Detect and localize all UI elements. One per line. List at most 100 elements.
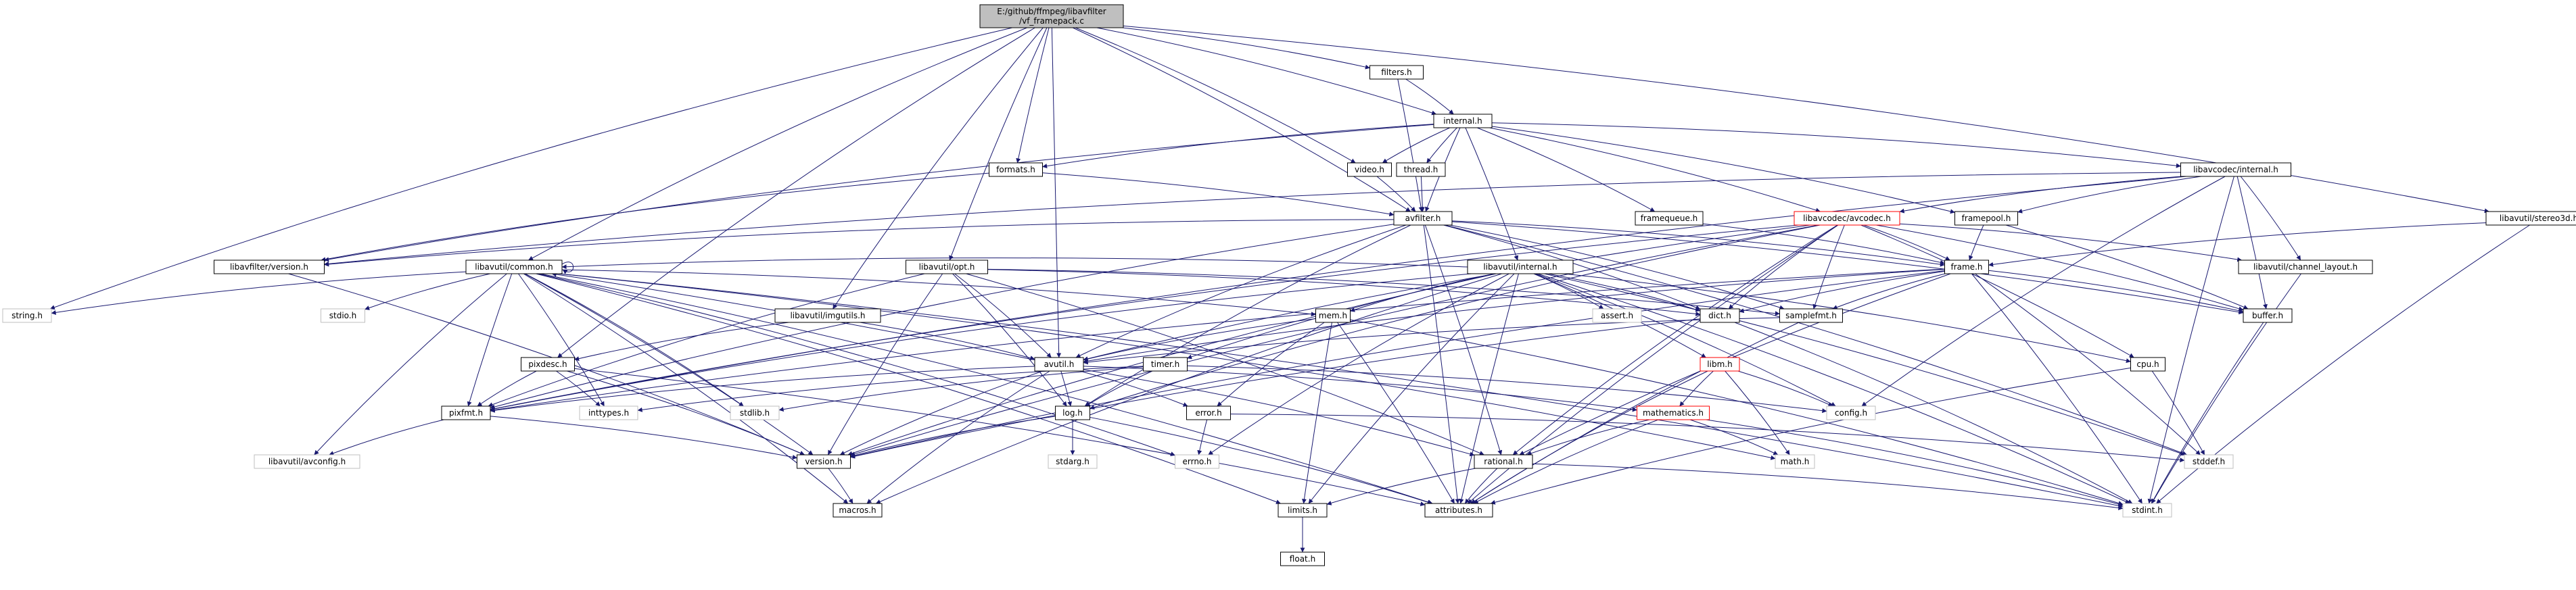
edge-avfilter_h-to-buffer_h [1451, 221, 2244, 315]
node-string-h[interactable]: string.h [2, 308, 52, 323]
edge-formats_h-to-lavf_version_h [321, 172, 989, 262]
node-stddef-h[interactable]: stddef.h [2184, 454, 2234, 469]
node-box [2238, 260, 2373, 274]
node-pixdesc-h[interactable]: pixdesc.h [521, 357, 575, 372]
node-mem-h[interactable]: mem.h [1315, 308, 1351, 323]
edge-root-to-video_h [1075, 27, 1356, 164]
edge-thread_h-to-avfilter_h [1420, 176, 1425, 212]
edge-frame_h-to-stdint_h [1971, 273, 2142, 504]
node-label: libavutil/stereo3d.h [2500, 214, 2576, 223]
edge-timer_h-to-stdlib_h [778, 366, 1144, 412]
node-assert-h[interactable]: assert.h [1592, 308, 1642, 323]
edge-pixdesc_h-to-attributes_h [574, 368, 1426, 506]
edge-lavu_internal_h-to-stdint_h [1537, 273, 2130, 504]
node-label: rational.h [1484, 457, 1522, 466]
node-label: stddef.h [2193, 457, 2225, 466]
edge-frame_h-to-version_h [850, 270, 1945, 459]
node-inttypes-h[interactable]: inttypes.h [579, 405, 638, 420]
node-libavutil-channel-layout-h[interactable]: libavutil/channel_layout.h [2238, 260, 2373, 274]
edge-opt_h-to-rational_h [966, 273, 1484, 456]
node-label: framequeue.h [1641, 214, 1698, 223]
node-label: errno.h [1183, 457, 1212, 466]
node-config-h[interactable]: config.h [1826, 405, 1876, 420]
node-libavfilter-version-h[interactable]: libavfilter/version.h [214, 260, 325, 274]
edge-root-to-avfilter_h [1072, 27, 1411, 212]
node-buffer-h[interactable]: buffer.h [2243, 308, 2293, 323]
node-pixfmt-h[interactable]: pixfmt.h [441, 405, 491, 420]
node-label: error.h [1195, 408, 1221, 418]
node-limits-h[interactable]: limits.h [1278, 503, 1328, 518]
node-label: filters.h [1381, 68, 1412, 77]
node-avfilter-h[interactable]: avfilter.h [1393, 211, 1453, 226]
edge-opt_h-to-samplefmt_h [987, 268, 1780, 316]
edge-pixdesc_h-to-version_h [567, 370, 805, 456]
node-log-h[interactable]: log.h [1055, 405, 1090, 420]
edge-framepool_h-to-buffer_h [2005, 224, 2249, 310]
node-filters-h[interactable]: filters.h [1369, 65, 1424, 80]
edge-lavc_internal_h-to-config_h [1861, 176, 2226, 407]
node-stdio-h[interactable]: stdio.h [321, 308, 365, 323]
node-box [1467, 260, 1574, 274]
node-label: pixfmt.h [449, 408, 483, 418]
node-attributes-h[interactable]: attributes.h [1424, 503, 1493, 518]
edge-filters_h-to-avfilter_h [1397, 78, 1424, 212]
node-libavutil-internal-h[interactable]: libavutil/internal.h [1467, 260, 1574, 274]
node-libavutil-avconfig-h[interactable]: libavutil/avconfig.h [254, 454, 360, 469]
node-math-h[interactable]: math.h [1775, 454, 1815, 469]
node-label: libavutil/avconfig.h [268, 457, 346, 466]
node-label: config.h [1835, 408, 1867, 418]
edge-frame_h-to-stddef_h [1975, 273, 2201, 456]
node-label: avutil.h [1044, 360, 1075, 369]
node-frame-h[interactable]: frame.h [1944, 260, 1989, 274]
node-label: stdarg.h [1056, 457, 1090, 466]
node-box [214, 260, 325, 274]
node-float-h[interactable]: float.h [1280, 551, 1325, 566]
edge-internal_h-to-lavc_internal_h [1491, 122, 2181, 168]
node-macros-h[interactable]: macros.h [833, 503, 883, 518]
edge-common_h-to-attributes_h [540, 273, 1433, 505]
node-error-h[interactable]: error.h [1186, 405, 1231, 420]
node-stdlib-h[interactable]: stdlib.h [730, 405, 780, 420]
edge-avfilter_h-to-rational_h [1424, 224, 1503, 456]
node-samplefmt-h[interactable]: samplefmt.h [1779, 308, 1843, 323]
node-dict-h[interactable]: dict.h [1700, 308, 1740, 323]
node-thread-h[interactable]: thread.h [1396, 162, 1446, 177]
node-libavcodec-avcodec-h[interactable]: libavcodec/avcodec.h [1794, 211, 1900, 226]
node-label: libavfilter/version.h [230, 262, 308, 272]
node-framequeue-h[interactable]: framequeue.h [1635, 211, 1704, 226]
node-stdarg-h[interactable]: stdarg.h [1048, 454, 1098, 469]
edge-frame_h-to-buffer_h [1988, 270, 2244, 314]
node-errno-h[interactable]: errno.h [1175, 454, 1219, 469]
node-stdint-h[interactable]: stdint.h [2122, 503, 2172, 518]
node-timer-h[interactable]: timer.h [1143, 357, 1188, 372]
node-box [1369, 65, 1424, 80]
node-rational-h[interactable]: rational.h [1474, 454, 1533, 469]
node-framepool-h[interactable]: framepool.h [1954, 211, 2018, 226]
node-box [774, 308, 881, 323]
node-box [1954, 211, 2018, 226]
node-label: internal.h [1443, 116, 1482, 126]
node-e-github-ffmpeg-libavfilter-vf-framepack-c[interactable]: E:/github/ffmpeg/libavfilter/vf_framepac… [979, 4, 1124, 28]
node-libavutil-stereo3d-h[interactable]: libavutil/stereo3d.h [2485, 211, 2576, 226]
node-mathematics-h[interactable]: mathematics.h [1637, 405, 1710, 420]
edge-avfilter_h-to-stddef_h [1445, 224, 2188, 456]
edge-framequeue_h-to-frame_h [1702, 223, 1945, 265]
node-box [1396, 162, 1446, 177]
node-libavutil-common-h[interactable]: libavutil/common.h [465, 260, 563, 274]
node-video-h[interactable]: video.h [1347, 162, 1392, 177]
node-formats-h[interactable]: formats.h [989, 162, 1043, 177]
node-libavcodec-internal-h[interactable]: libavcodec/internal.h [2180, 162, 2291, 177]
edge-common_h-to-common_h [561, 262, 574, 274]
node-label: frame.h [1950, 262, 1982, 272]
edge-mathematics_h-to-rational_h [1526, 419, 1650, 456]
node-internal-h[interactable]: internal.h [1433, 114, 1493, 128]
node-version-h[interactable]: version.h [797, 454, 851, 469]
node-cpu-h[interactable]: cpu.h [2130, 357, 2165, 372]
edge-samplefmt_h-to-attributes_h [1470, 322, 1800, 504]
node-libm-h[interactable]: libm.h [1700, 357, 1740, 372]
edge-common_h-to-string_h [51, 271, 467, 315]
edge-avfilter_h-to-attributes_h [1423, 224, 1460, 504]
node-libavutil-opt-h[interactable]: libavutil/opt.h [906, 260, 988, 274]
node-libavutil-imgutils-h[interactable]: libavutil/imgutils.h [774, 308, 881, 323]
node-avutil-h[interactable]: avutil.h [1034, 357, 1084, 372]
